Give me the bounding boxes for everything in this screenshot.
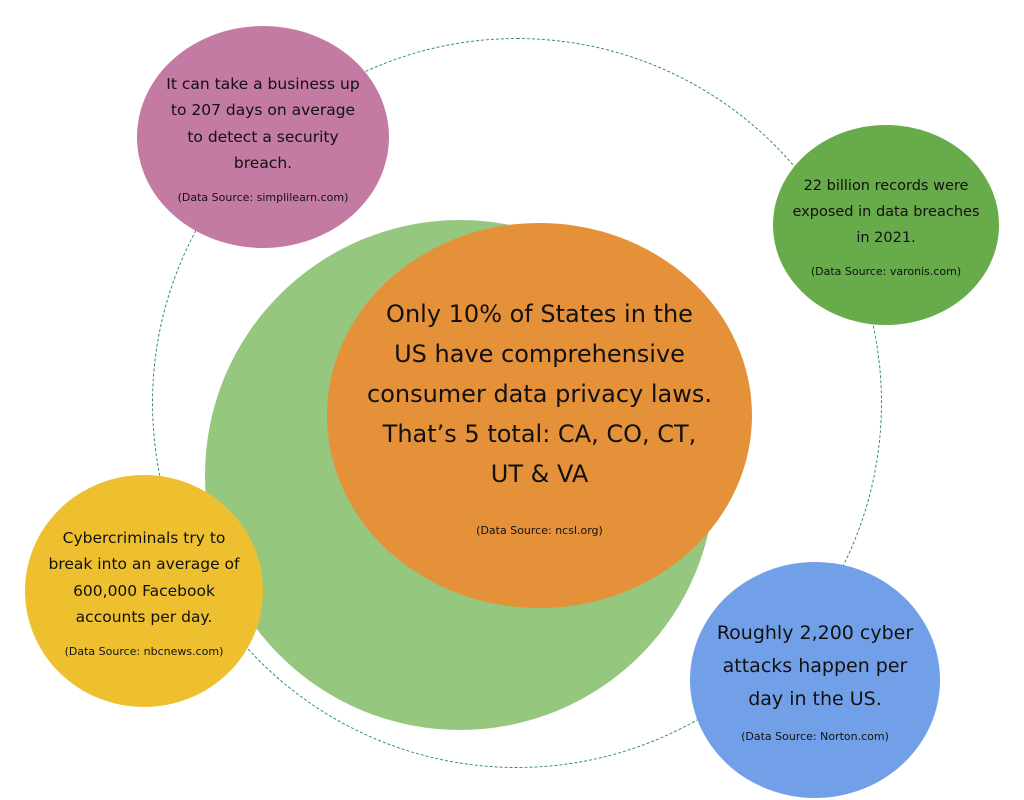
daily-attacks-stat-text: Roughly 2,200 cyber attacks happen per d… <box>716 622 914 710</box>
center-stat-source: (Data Source: ncsl.org) <box>476 524 603 537</box>
facebook-attacks-stat-text: Cybercriminals try to break into an aver… <box>48 528 240 627</box>
center-stat-bubble: Only 10% of States in the US have compre… <box>327 223 752 608</box>
daily-attacks-stat-source: (Data Source: Norton.com) <box>741 730 889 743</box>
breach-detection-stat-bubble: It can take a business up to 207 days on… <box>137 26 389 248</box>
daily-attacks-stat-bubble: Roughly 2,200 cyber attacks happen per d… <box>690 562 940 798</box>
dashed-orbit-ring <box>152 38 882 768</box>
facebook-attacks-stat-bubble: Cybercriminals try to break into an aver… <box>25 475 263 707</box>
records-exposed-stat-bubble: 22 billion records were exposed in data … <box>773 125 999 325</box>
breach-detection-stat-text: It can take a business up to 207 days on… <box>166 74 360 173</box>
facebook-attacks-stat-source: (Data Source: nbcnews.com) <box>64 644 224 658</box>
records-exposed-stat-text: 22 billion records were exposed in data … <box>792 177 980 246</box>
center-stat-text: Only 10% of States in the US have compre… <box>367 300 712 488</box>
records-exposed-stat-source: (Data Source: varonis.com) <box>810 264 962 278</box>
breach-detection-stat-source: (Data Source: simplilearn.com) <box>177 190 349 204</box>
